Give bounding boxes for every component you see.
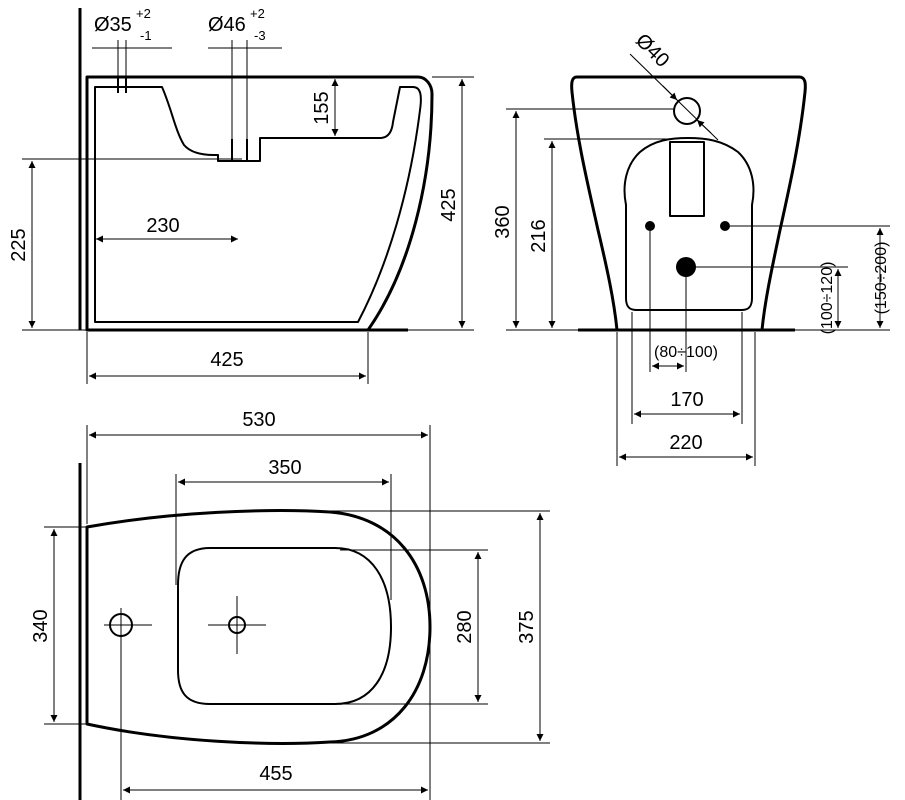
rear-view: Ø40 360 216 (100÷120) (150÷200) (80÷100)… [492, 30, 890, 466]
length-label: 425 [210, 349, 243, 371]
side-outer-profile [85, 75, 434, 332]
dia-outlet-tol-minus: -3 [254, 28, 266, 43]
top-outer-profile [85, 509, 432, 745]
bowl-depth-label: 155 [311, 91, 333, 124]
dia-inlet-tol-plus: +2 [136, 6, 151, 21]
total-length-label: 530 [242, 409, 275, 431]
height-216-label: 216 [528, 219, 550, 252]
width-170-label: 170 [670, 389, 703, 411]
side-view: Ø35 +2 -1 Ø46 +2 -3 155 425 225 230 425 [8, 6, 474, 384]
range-150-200-label: (150÷200) [873, 242, 890, 315]
dia-outlet-tol-plus: +2 [250, 6, 265, 21]
side-inner-profile [94, 86, 422, 323]
outlet-offset-label: 230 [146, 215, 179, 237]
total-height-label: 425 [438, 188, 460, 221]
tap-hole [673, 97, 701, 125]
dia-outlet-label: Ø46 [208, 14, 246, 36]
rear-inner-cutout [623, 137, 755, 311]
top-view: 530 350 340 280 375 455 [30, 409, 550, 800]
width-280-label: 280 [454, 610, 476, 643]
drain-connection [676, 257, 696, 277]
bowl-length-label: 350 [268, 457, 301, 479]
dia-inlet-label: Ø35 [94, 14, 132, 36]
range-100-120-label: (100÷120) [819, 262, 836, 335]
fixing-hole-right [720, 221, 730, 231]
fixing-hole-left [645, 221, 655, 231]
width-375-label: 375 [516, 610, 538, 643]
outlet-height-label: 225 [8, 228, 30, 261]
range-80-100-label: (80÷100) [654, 344, 718, 361]
length-455-label: 455 [259, 763, 292, 785]
rear-outer-profile [570, 75, 807, 332]
width-220-label: 220 [669, 432, 702, 454]
top-bowl-profile [177, 547, 392, 705]
rear-outlet-socket [669, 141, 705, 217]
dia-inlet-tol-minus: -1 [140, 28, 152, 43]
tap-hole-dia-label: Ø40 [631, 30, 673, 72]
height-360-label: 360 [492, 205, 514, 238]
width-340-label: 340 [30, 609, 52, 642]
